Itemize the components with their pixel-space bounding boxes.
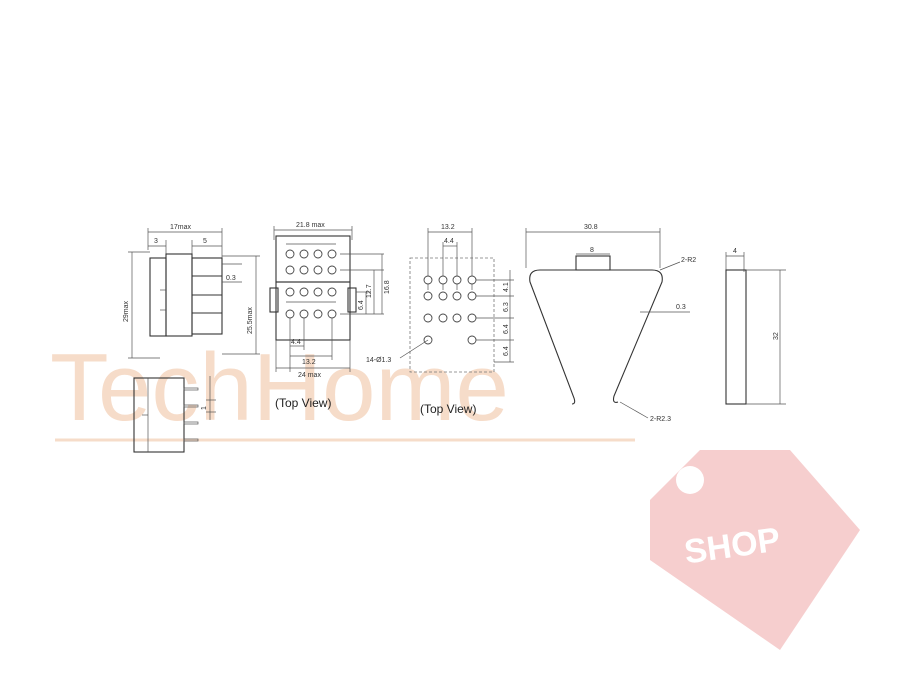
dim-24max: 24 max xyxy=(298,372,321,379)
dim-29max: 29max xyxy=(123,300,130,322)
dim-17max: 17max xyxy=(170,224,192,231)
dim-8-clip: 8 xyxy=(590,247,594,254)
pcb-top-view-caption: (Top View) xyxy=(420,402,476,416)
dim-4-clip-side: 4 xyxy=(733,248,737,255)
tag-hole-icon xyxy=(676,466,704,494)
dim-30-8: 30.8 xyxy=(584,224,598,231)
pin-side-view: 1 xyxy=(133,376,216,453)
dim-4-4-socket: 4.4 xyxy=(291,339,301,346)
tag-shape-icon xyxy=(650,450,860,650)
watermark-brand-text: TechHome xyxy=(50,334,509,441)
dim-6-4-pcb-b: 6.4 xyxy=(503,346,510,356)
dim-0-3-clip: 0.3 xyxy=(676,304,686,311)
socket-top-view-caption: (Top View) xyxy=(275,396,331,410)
dim-6-4-socket: 6.4 xyxy=(358,300,365,310)
socket-side-view: 17max 3 5 0.3 29max 25.5max xyxy=(123,224,260,359)
clip-side-view: 4 32 xyxy=(725,248,786,405)
dim-16-8: 16.8 xyxy=(384,280,391,294)
dim-0-3-side: 0.3 xyxy=(226,275,236,282)
dim-21-8max: 21.8 max xyxy=(296,222,325,229)
hole-callout-14-d1-3: 14-Ø1.3 xyxy=(366,357,391,364)
dim-4-1: 4.1 xyxy=(503,282,510,292)
socket-top-view: 21.8 max 6.4 12.7 16.8 4.4 13.2 xyxy=(269,222,391,410)
dim-4-4-pcb: 4.4 xyxy=(444,238,454,245)
dim-25-5max: 25.5max xyxy=(247,307,254,334)
dim-6-3: 6.3 xyxy=(503,302,510,312)
watermark: TechHome SHOP xyxy=(50,334,860,650)
dim-1-pin: 1 xyxy=(201,406,208,410)
shop-tag-badge: SHOP xyxy=(650,450,860,650)
retaining-clip-view: 30.8 8 2-R2 0.3 2-R2.3 xyxy=(525,224,696,423)
dim-3: 3 xyxy=(154,238,158,245)
dim-12-7: 12.7 xyxy=(366,284,373,298)
dim-6-4-pcb-a: 6.4 xyxy=(503,324,510,334)
dim-13-2-pcb: 13.2 xyxy=(441,224,455,231)
dim-13-2-socket: 13.2 xyxy=(302,359,316,366)
dim-5: 5 xyxy=(203,238,207,245)
dim-2-r2-3: 2-R2.3 xyxy=(650,416,671,423)
pcb-layout-view: 13.2 4.4 4.1 6.3 6.4 6.4 14-Ø1.3 (Top Vi… xyxy=(366,224,514,416)
dim-32: 32 xyxy=(773,332,780,340)
dim-2-r2: 2-R2 xyxy=(681,257,696,264)
